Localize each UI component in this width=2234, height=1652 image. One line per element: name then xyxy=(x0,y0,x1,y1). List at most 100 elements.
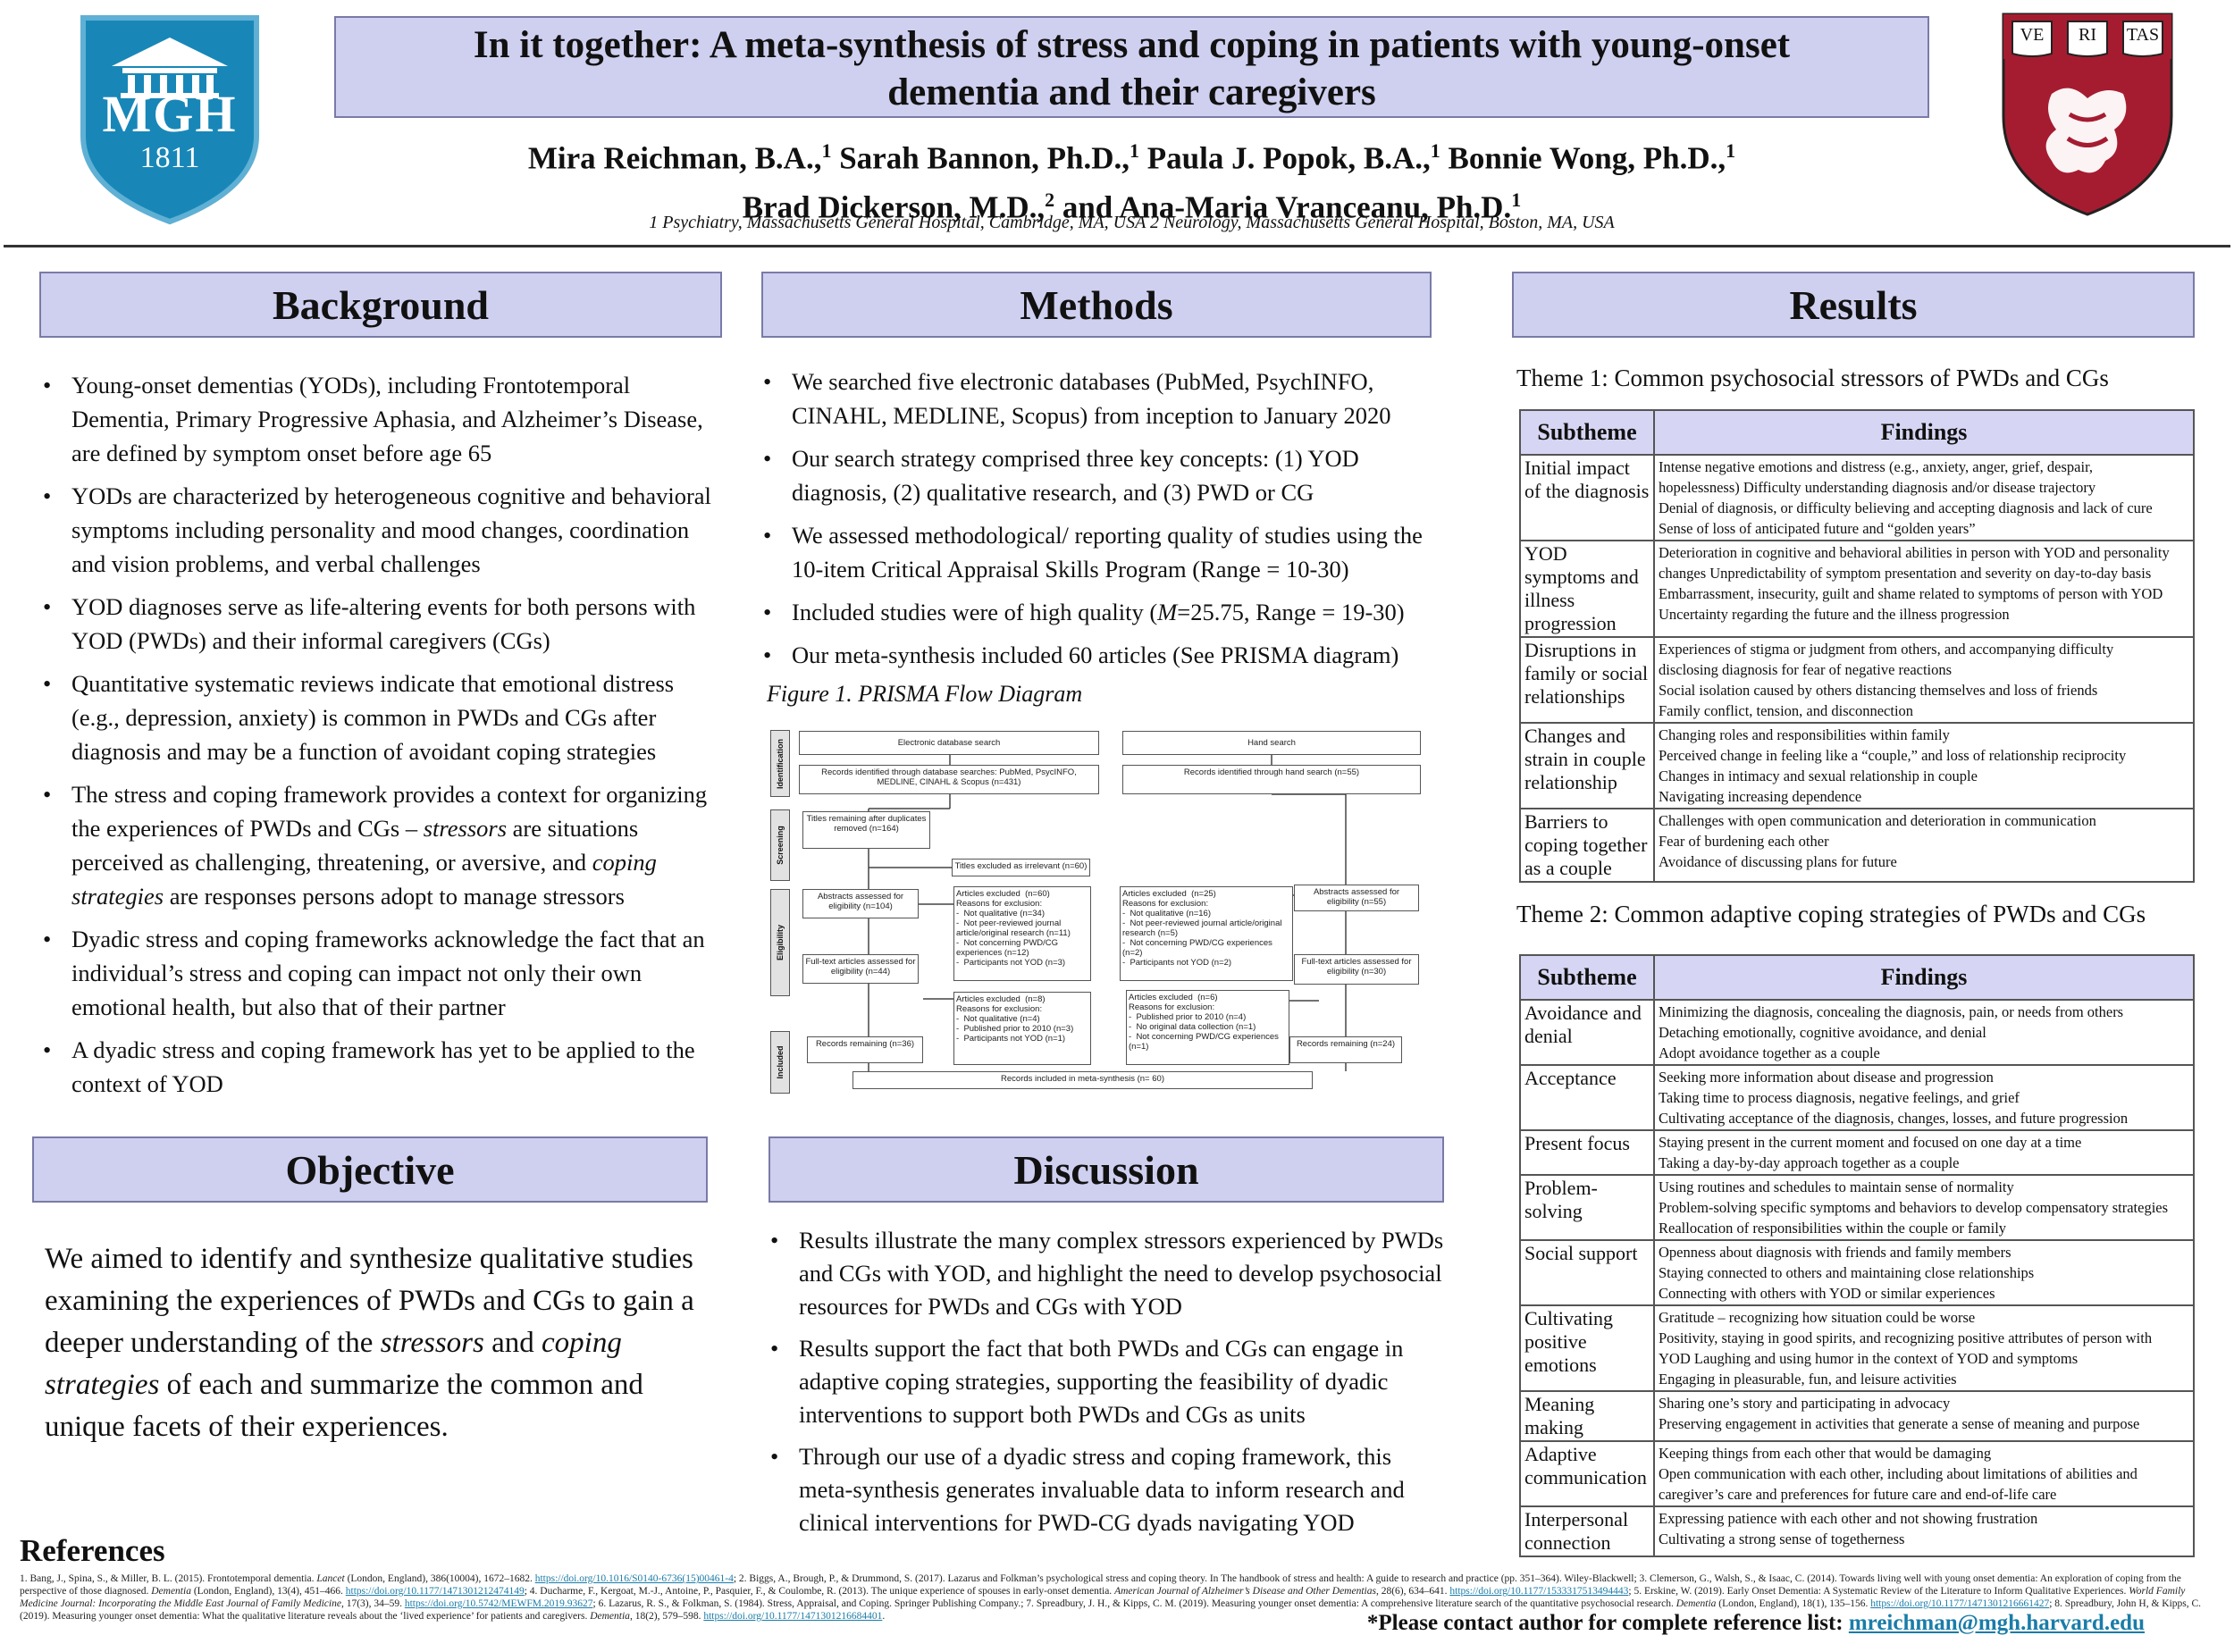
theme2-col-findings: Findings xyxy=(1653,954,2195,1001)
findings-cell: Openness about diagnosis with friends an… xyxy=(1653,1239,2195,1306)
prisma-hand-records: Records identified through hand search (… xyxy=(1122,765,1421,794)
background-bullet: The stress and coping framework provides… xyxy=(38,777,726,913)
finding-line: Sense of loss of anticipated future and … xyxy=(1659,520,1976,537)
theme1-title: Theme 1: Common psychosocial stressors o… xyxy=(1516,365,2109,391)
subtheme-cell: Interpersonal connection xyxy=(1519,1505,1655,1557)
findings-cell: Gratitude – recognizing how situation co… xyxy=(1653,1304,2195,1392)
reference-doi-link[interactable]: https://doi.org/10.5742/MEWFM.2019.93627 xyxy=(404,1598,593,1609)
reference-doi-link[interactable]: https://doi.org/10.1016/S0140-6736(15)00… xyxy=(534,1573,734,1584)
subtheme-cell: Cultivating positive emotions xyxy=(1519,1304,1655,1392)
italic-text: Dementia xyxy=(1676,1598,1717,1609)
poster-title: In it together: A meta-synthesis of stre… xyxy=(473,24,1791,113)
italic-text: Dementia xyxy=(151,1586,191,1597)
harvard-shield-logo: VE RI TAS xyxy=(1998,9,2177,219)
italic-text: stressors xyxy=(423,815,508,842)
subtheme-cell: Barriers to coping together as a couple xyxy=(1519,808,1655,883)
prisma-included: Records included in meta-synthesis (n= 6… xyxy=(852,1071,1313,1089)
finding-line: Sharing one’s story and participating in… xyxy=(1659,1395,1951,1412)
discussion-heading: Discussion xyxy=(768,1136,1444,1203)
reference-doi-link[interactable]: https://doi.org/10.1177/1471301212474149 xyxy=(345,1586,525,1597)
prisma-fulltext-hand: Full-text articles assessed for eligibil… xyxy=(1294,954,1419,985)
prisma-abstracts-db: Abstracts assessed for eligibility (n=10… xyxy=(802,889,919,918)
finding-line: Denial of diagnosis, or difficulty belie… xyxy=(1659,499,2153,516)
title-banner: In it together: A meta-synthesis of stre… xyxy=(334,16,1929,118)
italic-text: coping strategies xyxy=(71,849,657,910)
background-bullet: Quantitative systematic reviews indicate… xyxy=(38,667,726,768)
methods-heading: Methods xyxy=(761,272,1432,338)
background-bullet: A dyadic stress and coping framework has… xyxy=(38,1033,726,1101)
subtheme-cell: Avoidance and denial xyxy=(1519,999,1655,1066)
findings-cell: Challenges with open communication and d… xyxy=(1653,808,2195,883)
finding-line: Perceived change in feeling like a “coup… xyxy=(1659,747,2127,764)
contact-label: *Please contact author for complete refe… xyxy=(1366,1611,1849,1635)
finding-line: Reallocation of responsibilities within … xyxy=(1659,1220,2007,1237)
methods-bullet: Our search strategy comprised three key … xyxy=(758,441,1437,509)
discussion-bullet: Results illustrate the many complex stre… xyxy=(765,1224,1446,1323)
text-run: Through our use of a dyadic stress and c… xyxy=(799,1443,1405,1536)
mgh-logo-text: MGH xyxy=(102,85,238,143)
finding-line: YOD Laughing and using humor in the cont… xyxy=(1659,1350,2079,1367)
author-name: Mira Reichman, B.A., xyxy=(527,140,822,176)
mgh-logo: MGH 1811 xyxy=(76,11,264,225)
finding-line: Open communication with each other, incl… xyxy=(1659,1465,2137,1482)
methods-bullet: Included studies were of high quality (M… xyxy=(758,595,1437,629)
results-heading: Results xyxy=(1512,272,2195,338)
text-run: , 18(2), 579–598. xyxy=(629,1611,704,1622)
subtheme-cell: Initial impact of the diagnosis xyxy=(1519,454,1655,541)
methods-bullets: We searched five electronic databases (P… xyxy=(758,365,1437,681)
findings-cell: Changing roles and responsibilities with… xyxy=(1653,722,2195,809)
finding-line: caregiver’s care and preferences for fut… xyxy=(1659,1486,2057,1503)
finding-line: Family conflict, tension, and disconnect… xyxy=(1659,702,1914,719)
finding-line: Taking time to process diagnosis, negati… xyxy=(1659,1089,2020,1106)
reference-doi-link[interactable]: https://doi.org/10.1177/1471301216661427 xyxy=(1870,1598,2050,1609)
affiliations: 1 Psychiatry, Massachusetts General Hosp… xyxy=(649,213,1615,232)
theme1-row: Changes and strain in couple relationshi… xyxy=(1519,722,2195,809)
mgh-logo-year: 1811 xyxy=(139,141,200,174)
finding-line: Uncertainty regarding the future and the… xyxy=(1659,606,2010,623)
veritas-tas: TAS xyxy=(2126,25,2160,45)
finding-line: Preserving engagement in activities that… xyxy=(1659,1415,2140,1432)
prisma-stage-screening: Screening xyxy=(770,809,790,881)
objective-heading: Objective xyxy=(32,1136,708,1203)
text-run: We aimed to identify and synthesize qual… xyxy=(45,1243,694,1359)
contact-email-link[interactable]: mreichman@mgh.harvard.edu xyxy=(1848,1611,2145,1635)
prisma-fulltext-db: Full-text articles assessed for eligibil… xyxy=(802,954,919,984)
prisma-abstracts-hand: Abstracts assessed for eligibility (n=55… xyxy=(1294,885,1419,911)
subtheme-cell: Acceptance xyxy=(1519,1064,1655,1131)
affiliation-marker: 1 xyxy=(821,139,832,162)
findings-cell: Seeking more information about disease a… xyxy=(1653,1064,2195,1131)
author-name: Sarah Bannon, Ph.D., xyxy=(831,140,1130,176)
text-run: We searched five electronic databases (P… xyxy=(792,368,1391,429)
text-run: Our meta-synthesis included 60 articles … xyxy=(792,642,1399,668)
italic-text: M xyxy=(1157,599,1178,625)
prisma-electronic-search: Electronic database search xyxy=(799,731,1099,755)
methods-bullet: We searched five electronic databases (P… xyxy=(758,365,1437,432)
author-name: Paula J. Popok, B.A., xyxy=(1139,140,1431,176)
text-run: The stress and coping framework provides… xyxy=(71,781,708,842)
text-run: are situations perceived as challenging,… xyxy=(71,815,639,876)
finding-line: Changes in intimacy and sexual relations… xyxy=(1659,767,1978,784)
background-bullet: Young-onset dementias (YODs), including … xyxy=(38,368,726,470)
text-run: ; 4. Ducharme, F., Kergoat, M.-J., Antoi… xyxy=(524,1586,1115,1597)
reference-doi-link[interactable]: https://doi.org/10.1177/1533317513494443 xyxy=(1449,1586,1629,1597)
reference-doi-link[interactable]: https://doi.org/10.1177/1471301216684401 xyxy=(703,1611,883,1622)
prisma-stage-included: Included xyxy=(770,1031,790,1094)
text-run: (London, England), 13(4), 451–466. xyxy=(190,1586,346,1597)
text-run: (London, England), 386(10004), 1672–1682… xyxy=(344,1573,535,1584)
methods-bullet: Our meta-synthesis included 60 articles … xyxy=(758,638,1437,672)
finding-line: Cultivating acceptance of the diagnosis,… xyxy=(1659,1110,2129,1127)
text-run: Dyadic stress and coping frameworks ackn… xyxy=(71,926,705,1020)
findings-cell: Intense negative emotions and distress (… xyxy=(1653,454,2195,541)
finding-line: Detaching emotionally, cognitive avoidan… xyxy=(1659,1024,1986,1041)
finding-line: Problem-solving specific symptoms and be… xyxy=(1659,1199,2169,1216)
contact-line: *Please contact author for complete refe… xyxy=(1367,1611,2145,1636)
italic-text: stressors xyxy=(380,1327,484,1359)
text-run: Our search strategy comprised three key … xyxy=(792,445,1359,506)
finding-line: Minimizing the diagnosis, concealing the… xyxy=(1659,1003,2124,1020)
text-run: Young-onset dementias (YODs), including … xyxy=(71,372,703,466)
text-run: ; 6. Lazarus, R. S., & Folkman, S. (1984… xyxy=(592,1598,1676,1609)
